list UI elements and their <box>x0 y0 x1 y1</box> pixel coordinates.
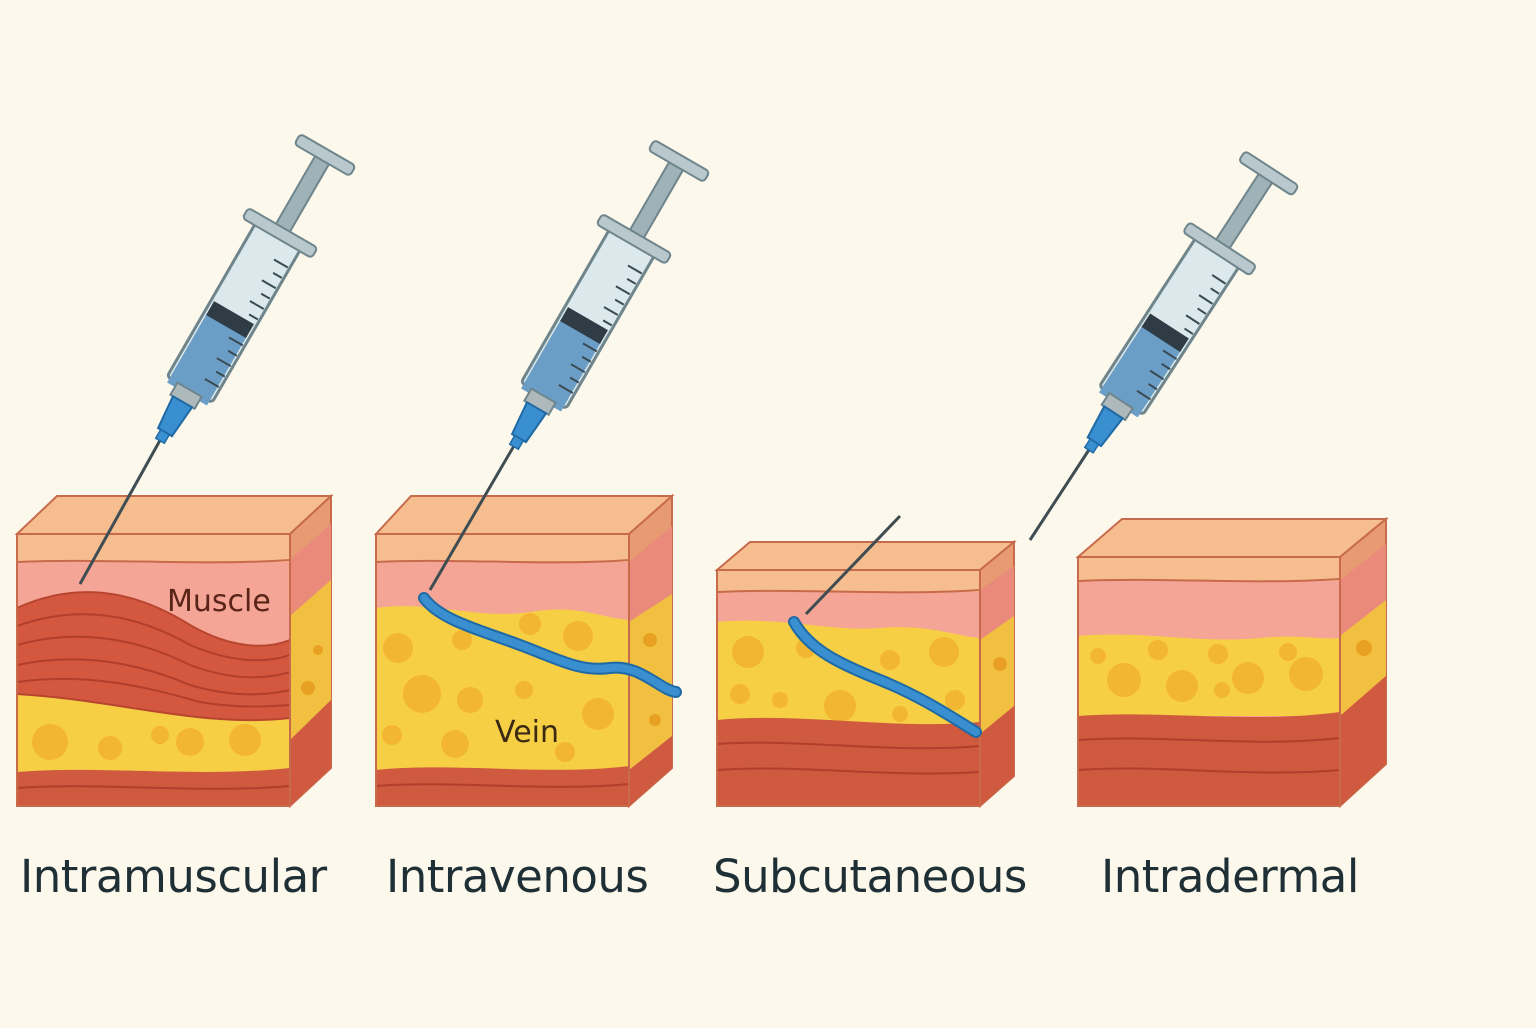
caption-intradermal: Intradermal <box>1101 850 1359 903</box>
syringe-icon-intravenous <box>428 134 719 591</box>
panel-intramuscular: Muscle <box>14 128 365 809</box>
vein-label: Vein <box>495 715 559 750</box>
caption-intramuscular: Intramuscular <box>20 850 327 903</box>
panel-intradermal <box>1028 145 1389 809</box>
syringe-icon-intramuscular <box>78 128 365 585</box>
skin-block-intradermal <box>1075 516 1389 809</box>
needle-icon-subcutaneous <box>804 514 902 616</box>
caption-intravenous: Intravenous <box>386 850 649 903</box>
skin-block-subcutaneous <box>714 539 1017 809</box>
caption-subcutaneous: Subcutaneous <box>713 850 1027 903</box>
skin-block-intramuscular <box>14 493 334 809</box>
muscle-label: Muscle <box>167 584 271 619</box>
panel-intravenous: Vein <box>373 134 719 809</box>
syringe-icon-intradermal <box>1028 145 1307 541</box>
panel-subcutaneous <box>714 514 1017 809</box>
